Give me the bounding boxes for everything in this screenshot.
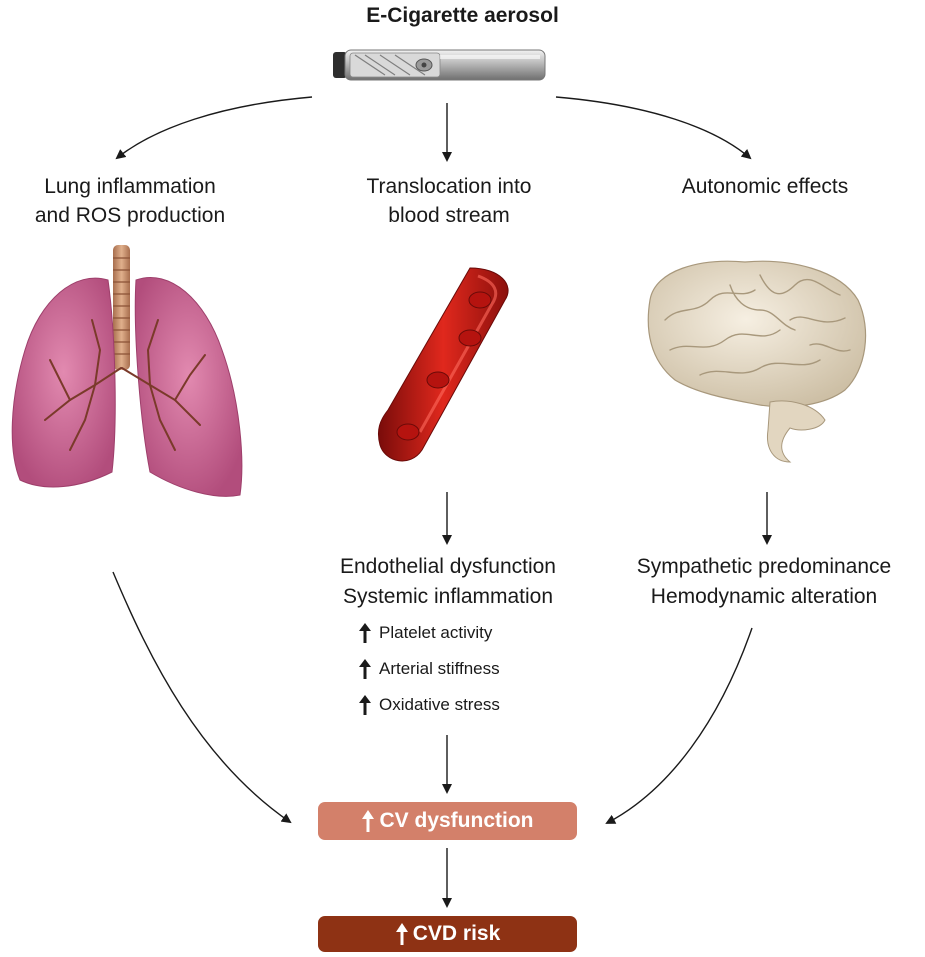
vascular-effects: Endothelial dysfunction Systemic inflamm… bbox=[300, 552, 596, 612]
sub-effect-label: Platelet activity bbox=[379, 623, 493, 642]
sub-effect-label: Arterial stiffness bbox=[379, 659, 500, 678]
branch-lung-line2: and ROS production bbox=[34, 204, 226, 227]
up-arrow-icon bbox=[359, 623, 371, 643]
sub-effect-platelet: Platelet activity bbox=[357, 621, 577, 645]
blood-vessel-icon bbox=[377, 267, 509, 462]
cv-dysfunction-box: CV dysfunction bbox=[318, 802, 577, 840]
sub-effect-label: Oxidative stress bbox=[379, 695, 500, 714]
branch-lung-label: Lung inflammation and ROS production bbox=[0, 172, 260, 230]
vascular-effect-line2: Systemic inflammation bbox=[342, 585, 554, 608]
up-arrow-icon bbox=[395, 923, 408, 945]
branch-autonomic-line1: Autonomic effects bbox=[681, 175, 849, 198]
branch-autonomic-label: Autonomic effects bbox=[620, 172, 910, 201]
sub-effect-oxidative: Oxidative stress bbox=[357, 693, 577, 717]
vascular-effect-line1: Endothelial dysfunction bbox=[340, 555, 556, 578]
up-arrow-icon bbox=[359, 695, 371, 715]
cvd-risk-label: CVD risk bbox=[412, 922, 501, 945]
cvd-risk-box: CVD risk bbox=[318, 916, 577, 952]
branch-lung-line1: Lung inflammation bbox=[44, 175, 216, 198]
brain-icon bbox=[647, 260, 867, 463]
autonomic-effect-line2: Hemodynamic alteration bbox=[650, 585, 878, 608]
up-arrow-icon bbox=[359, 659, 371, 679]
e-cigarette-icon bbox=[333, 49, 546, 81]
autonomic-effects: Sympathetic predominance Hemodynamic alt… bbox=[604, 552, 924, 612]
diagram-title: E-Cigarette aerosol bbox=[366, 4, 559, 27]
up-arrow-icon bbox=[362, 810, 375, 832]
sub-effect-stiffness: Arterial stiffness bbox=[357, 657, 577, 681]
lungs-icon bbox=[11, 245, 243, 497]
branch-blood-line1: Translocation into bbox=[366, 175, 532, 198]
branch-blood-line2: blood stream bbox=[388, 204, 510, 227]
cv-dysfunction-label: CV dysfunction bbox=[379, 809, 534, 832]
branch-blood-label: Translocation into blood stream bbox=[318, 172, 580, 230]
autonomic-effect-line1: Sympathetic predominance bbox=[636, 555, 892, 578]
